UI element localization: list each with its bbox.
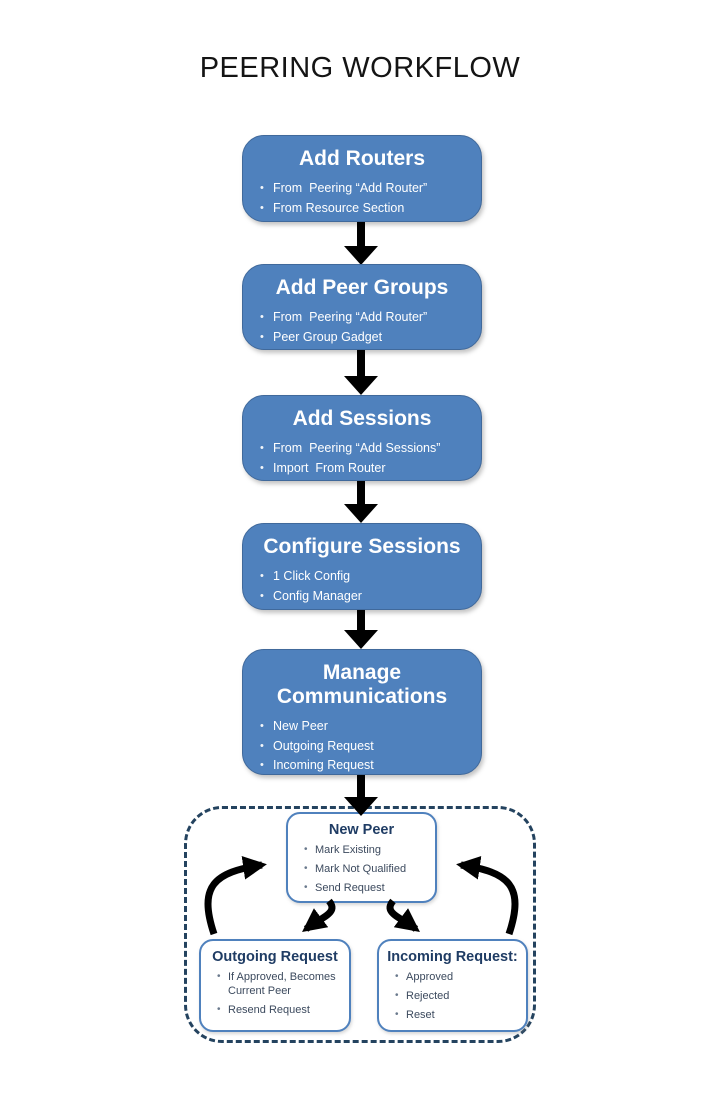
flow-box-title: Configure Sessions xyxy=(263,535,461,558)
flow-box-title: Add Sessions xyxy=(292,407,432,430)
flow-box-configure-sessions: Configure Sessions 1 Click Config Config… xyxy=(242,523,482,610)
arrow-head xyxy=(344,630,378,649)
flow-box-manage-communications: Manage Communications New Peer Outgoing … xyxy=(242,649,482,775)
flow-box-bullet-list: 1 Click Config Config Manager xyxy=(243,567,481,606)
arrow-stem xyxy=(357,350,365,376)
flow-box-bullet-list: New Peer Outgoing Request Incoming Reque… xyxy=(243,717,481,776)
arrow-head xyxy=(344,504,378,523)
flow-box-title: Manage Communications xyxy=(276,661,448,708)
bullet-item: Config Manager xyxy=(260,587,469,607)
arrow-stem xyxy=(357,775,365,797)
flow-box-bullet-list: From Peering “Add Router” From Resource … xyxy=(243,179,481,218)
bullet-item: Import From Router xyxy=(260,459,469,479)
bullet-item: New Peer xyxy=(260,717,469,737)
flow-box-add-routers: Add Routers From Peering “Add Router” Fr… xyxy=(242,135,482,222)
flow-box-bullet-list: From Peering “Add Router” Peer Group Gad… xyxy=(243,308,481,347)
bullet-item: Rejected xyxy=(395,989,520,1003)
detail-box-new-peer: New Peer Mark Existing Mark Not Qualifie… xyxy=(286,812,437,903)
page-title: PEERING WORKFLOW xyxy=(199,52,521,84)
detail-box-incoming-request: Incoming Request: Approved Rejected Rese… xyxy=(377,939,528,1032)
arrow-head xyxy=(344,246,378,265)
arrow-head xyxy=(344,376,378,395)
bullet-item: Peer Group Gadget xyxy=(260,328,469,348)
bullet-item: If Approved, Becomes Current Peer xyxy=(217,970,343,998)
bullet-item: From Resource Section xyxy=(260,199,469,219)
bullet-item: Mark Not Qualified xyxy=(304,862,429,876)
bullet-item: Reset xyxy=(395,1008,520,1022)
detail-box-title: Outgoing Request xyxy=(212,949,338,965)
bullet-item: Mark Existing xyxy=(304,843,429,857)
arrow-head xyxy=(344,797,378,816)
bullet-item: 1 Click Config xyxy=(260,567,469,587)
arrow-stem xyxy=(357,481,365,504)
bullet-item: Send Request xyxy=(304,881,429,895)
bullet-item: Approved xyxy=(395,970,520,984)
detail-box-title: Incoming Request: xyxy=(387,949,518,965)
arrow-down-icon xyxy=(344,222,378,265)
flow-box-add-peer-groups: Add Peer Groups From Peering “Add Router… xyxy=(242,264,482,350)
detail-bullet-list: Approved Rejected Reset xyxy=(379,970,526,1022)
arrow-down-icon xyxy=(344,610,378,649)
bullet-item: From Peering “Add Sessions” xyxy=(260,439,469,459)
arrow-stem xyxy=(357,610,365,630)
bullet-item: From Peering “Add Router” xyxy=(260,179,469,199)
arrow-down-icon xyxy=(344,481,378,523)
arrow-stem xyxy=(357,222,365,246)
arrow-down-icon xyxy=(344,350,378,395)
detail-bullet-list: If Approved, Becomes Current Peer Resend… xyxy=(201,970,349,1017)
bullet-item: Incoming Request xyxy=(260,756,469,776)
flow-box-add-sessions: Add Sessions From Peering “Add Sessions”… xyxy=(242,395,482,481)
bullet-item: Resend Request xyxy=(217,1003,343,1017)
flow-box-title: Add Peer Groups xyxy=(275,276,449,299)
arrow-down-icon xyxy=(344,775,378,816)
flow-box-bullet-list: From Peering “Add Sessions” Import From … xyxy=(243,439,481,478)
flow-box-title: Add Routers xyxy=(299,147,425,170)
bullet-item: Outgoing Request xyxy=(260,737,469,757)
detail-bullet-list: Mark Existing Mark Not Qualified Send Re… xyxy=(288,843,435,895)
detail-box-title: New Peer xyxy=(328,822,395,838)
detail-box-outgoing-request: Outgoing Request If Approved, Becomes Cu… xyxy=(199,939,351,1032)
bullet-item: From Peering “Add Router” xyxy=(260,308,469,328)
